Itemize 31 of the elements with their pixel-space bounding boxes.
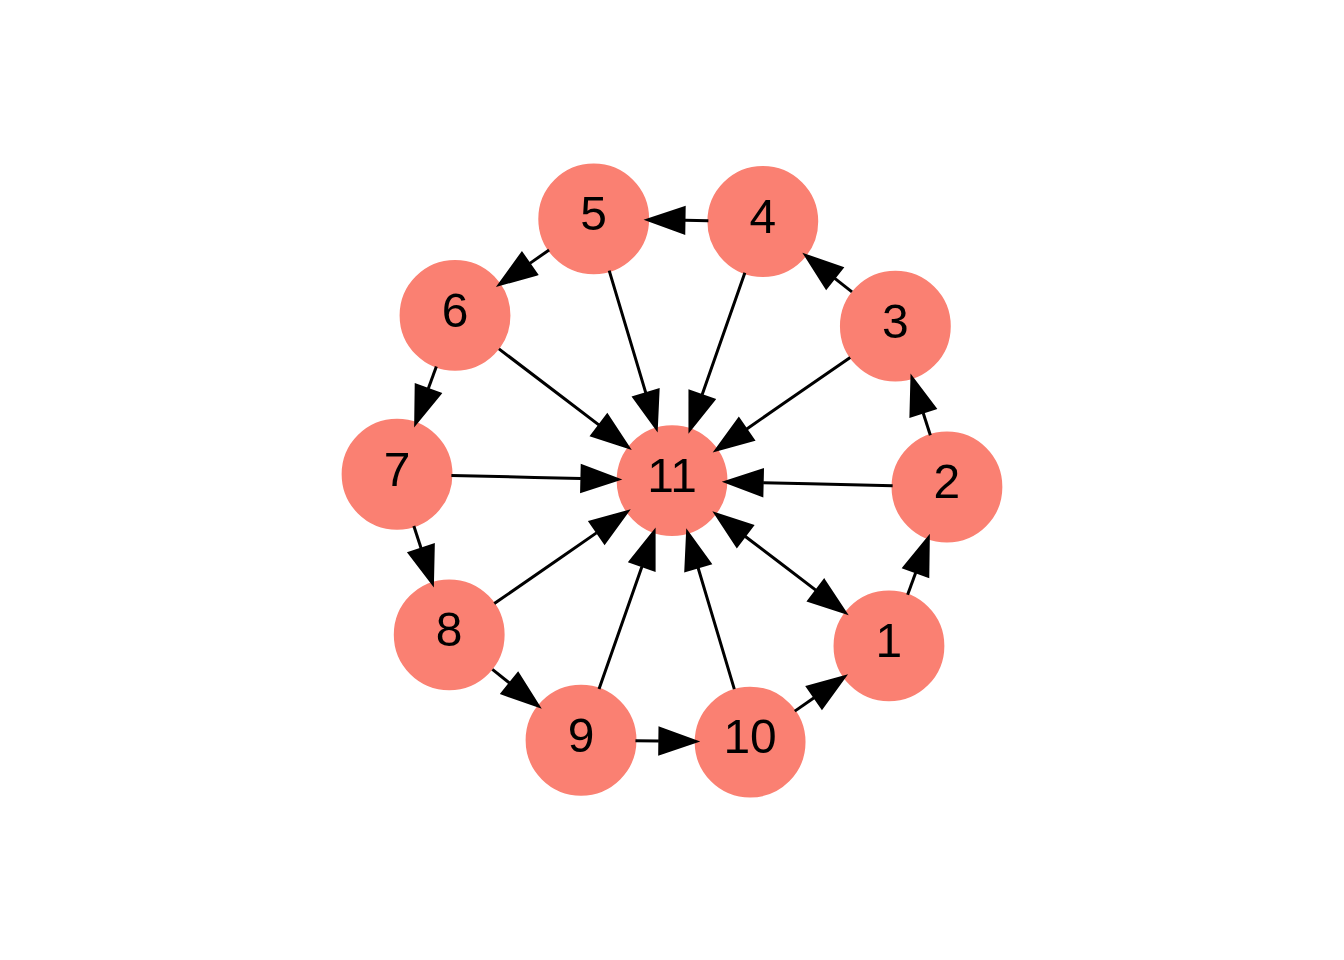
node-circle: 8: [393, 578, 505, 690]
arrow: [495, 248, 550, 287]
arrow: [406, 524, 435, 588]
arrow: [909, 373, 938, 436]
node-circle: 2: [891, 431, 1003, 542]
arrow: [451, 463, 623, 493]
node-circle: 10: [694, 686, 806, 797]
arrow: [684, 527, 736, 690]
arrow: [643, 205, 709, 235]
arrow: [802, 252, 853, 293]
arrow: [901, 533, 930, 595]
arrow: [493, 508, 631, 605]
arrow: [688, 271, 747, 434]
arrow: [414, 365, 443, 427]
node-circle: 4: [707, 165, 819, 277]
arrow: [712, 510, 849, 615]
arrow: [635, 725, 701, 756]
node-circle: 6: [399, 259, 511, 371]
arrow: [721, 467, 893, 497]
arrow: [793, 673, 849, 712]
arrow: [491, 667, 542, 709]
node-circle: 11: [616, 424, 728, 536]
arrow: [607, 269, 660, 432]
arrow: [498, 347, 632, 450]
arrow: [712, 355, 852, 452]
node-circle: 1: [833, 589, 945, 701]
node-circle: 7: [341, 418, 453, 530]
node-circle: 5: [538, 163, 650, 274]
node-circle: 3: [839, 270, 951, 382]
node-circle: 9: [525, 684, 637, 796]
arrow: [597, 527, 656, 689]
